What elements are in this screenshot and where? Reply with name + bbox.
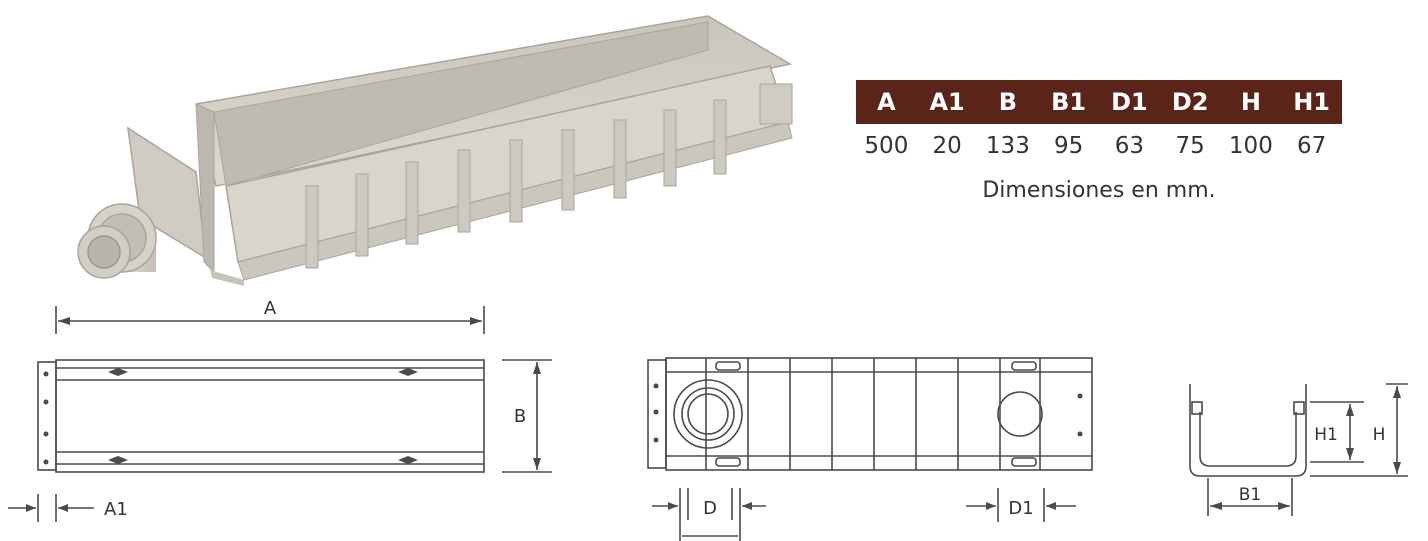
value-cell: 133	[985, 133, 1030, 159]
dim-label-h: H	[1373, 425, 1386, 445]
dimensions-table: A A1 B B1 D1 D2 H H1 500 20 133 95 63 75…	[856, 80, 1342, 203]
value-cell: 67	[1296, 133, 1327, 159]
dim-label-d: D	[703, 498, 717, 519]
header-cell: D1	[1099, 80, 1160, 124]
value-cell: 75	[1175, 133, 1205, 159]
value-cell: 20	[932, 133, 962, 159]
value-cell: 63	[1114, 133, 1145, 159]
dim-label-a1: A1	[104, 499, 128, 520]
value-cell: 95	[1053, 133, 1084, 159]
end-outlet-fitting	[77, 126, 207, 279]
dim-label-d1: D1	[1008, 498, 1033, 519]
header-cell: D2	[1159, 80, 1221, 124]
dim-label-b: B	[514, 406, 526, 427]
product-illustration	[77, 15, 793, 286]
dim-label-h1: H1	[1314, 425, 1338, 445]
table-note: Dimensiones en mm.	[982, 178, 1216, 203]
header-cell: B1	[1038, 80, 1099, 124]
header-cell: H	[1220, 80, 1282, 124]
value-cell: 500	[864, 133, 909, 159]
dim-label-b1: B1	[1239, 485, 1261, 505]
dim-label-a: A	[264, 298, 277, 319]
top-view-drawing	[8, 306, 552, 522]
header-cell: A	[856, 80, 917, 124]
bottom-view-drawing	[647, 357, 1093, 541]
drainage-channel	[195, 15, 793, 286]
header-cell: B	[977, 80, 1039, 124]
value-cell: 100	[1228, 133, 1273, 159]
table-row: 500 20 133 95 63 75 100 67	[856, 124, 1342, 168]
table-header-row: A A1 B B1 D1 D2 H H1	[856, 80, 1342, 124]
header-cell: A1	[916, 80, 978, 124]
cross-section-drawing	[1189, 383, 1408, 516]
header-cell: H1	[1281, 80, 1342, 124]
